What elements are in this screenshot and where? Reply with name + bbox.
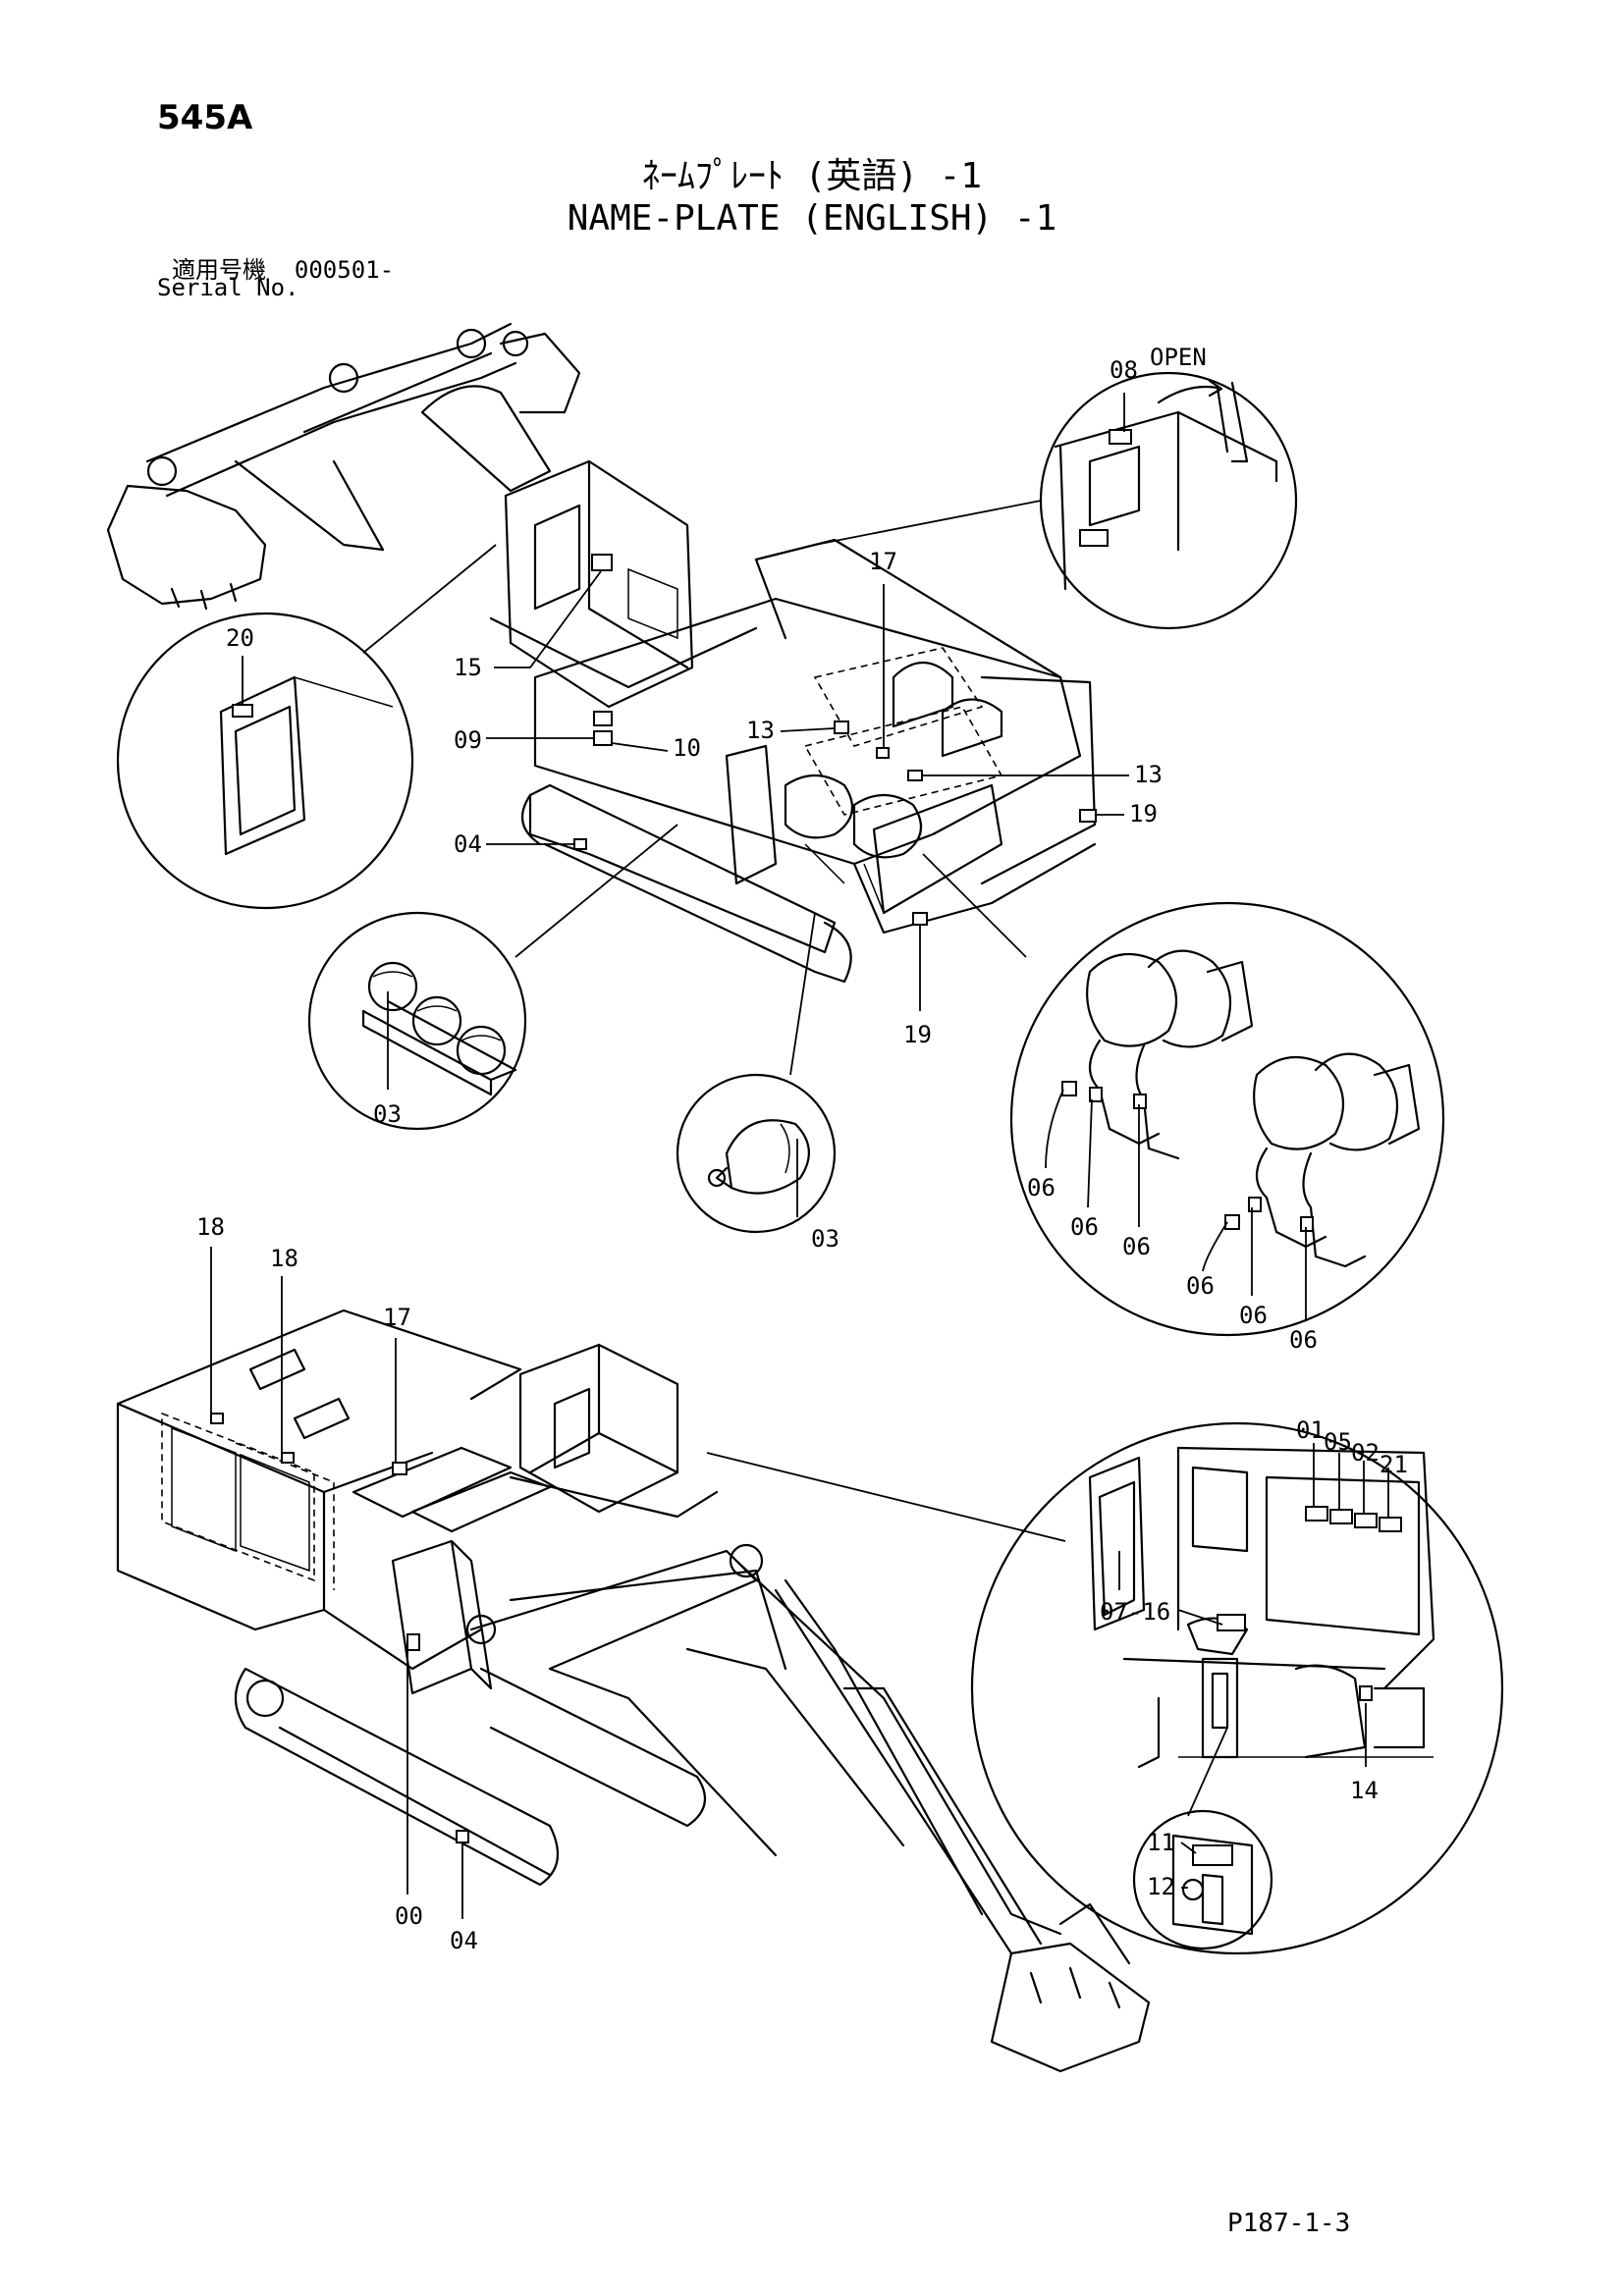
callout-13-left: 13 (746, 717, 775, 744)
upper-excavator-drawing (106, 322, 1097, 984)
callout-04-upper: 04 (454, 830, 482, 858)
callout-06-e: 06 (1239, 1302, 1268, 1329)
page-reference: P187-1-3 (1227, 2209, 1351, 2238)
callout-05: 05 (1324, 1428, 1352, 1456)
callout-15: 15 (454, 654, 482, 681)
callout-07-16: 07-16 (1100, 1598, 1170, 1626)
callout-21: 21 (1380, 1451, 1408, 1478)
callout-09: 09 (454, 726, 482, 754)
callout-18-right: 18 (270, 1245, 298, 1272)
upper-leaders (486, 570, 1129, 1011)
callout-06-c: 06 (1122, 1233, 1151, 1260)
callout-06-a: 06 (1027, 1174, 1056, 1201)
callout-open: OPEN (1150, 344, 1207, 371)
callout-06-b: 06 (1070, 1213, 1099, 1241)
callout-20: 20 (226, 624, 254, 652)
inset-door-08 (814, 371, 1298, 630)
serial-value: 000501- (294, 256, 395, 284)
inset-cab-window-20 (116, 544, 497, 910)
inset-cab-interior (970, 1421, 1504, 1955)
callout-labels: OPEN 08 17 20 15 09 10 13 13 19 04 19 03… (196, 344, 1408, 1954)
callout-04-lower: 04 (450, 1927, 478, 1954)
page-title-english: NAME-PLATE (ENGLISH) -1 (567, 198, 1057, 239)
callout-06-d: 06 (1186, 1272, 1215, 1300)
inset-accumulators-03-triple (307, 824, 678, 1131)
callout-17-lower: 17 (383, 1304, 411, 1331)
callout-19-right: 19 (1129, 800, 1158, 828)
section-code: 545A (157, 98, 253, 137)
inset-accumulator-03-single (676, 912, 837, 1234)
callout-11: 11 (1147, 1829, 1175, 1856)
callout-18-left: 18 (196, 1213, 225, 1241)
callout-10: 10 (673, 734, 701, 762)
callout-13-right: 13 (1134, 761, 1163, 788)
callout-01: 01 (1296, 1416, 1325, 1444)
callout-00: 00 (395, 1902, 423, 1930)
callout-02: 02 (1351, 1439, 1380, 1467)
serial-label-japanese: 適用号機 (172, 256, 266, 284)
serial-line-japanese: 適用号機 000501- (172, 250, 394, 285)
serial-label-english: Serial No. (157, 274, 299, 301)
callout-14: 14 (1350, 1777, 1379, 1804)
callout-12: 12 (1147, 1873, 1175, 1900)
callout-17-upper: 17 (869, 548, 897, 575)
page-title-japanese: ﾈｰﾑﾌﾟﾚｰﾄ (英語) -1 (641, 156, 983, 196)
callout-08: 08 (1110, 356, 1138, 384)
lower-excavator-drawing (116, 1308, 1151, 2073)
callout-19-lower: 19 (903, 1021, 932, 1048)
lower-leaders (210, 1247, 1066, 1919)
inset-pumps-06 (922, 853, 1445, 1337)
callout-03-triple: 03 (373, 1100, 402, 1128)
callout-06-f: 06 (1289, 1326, 1318, 1354)
callout-03-single: 03 (811, 1225, 839, 1253)
